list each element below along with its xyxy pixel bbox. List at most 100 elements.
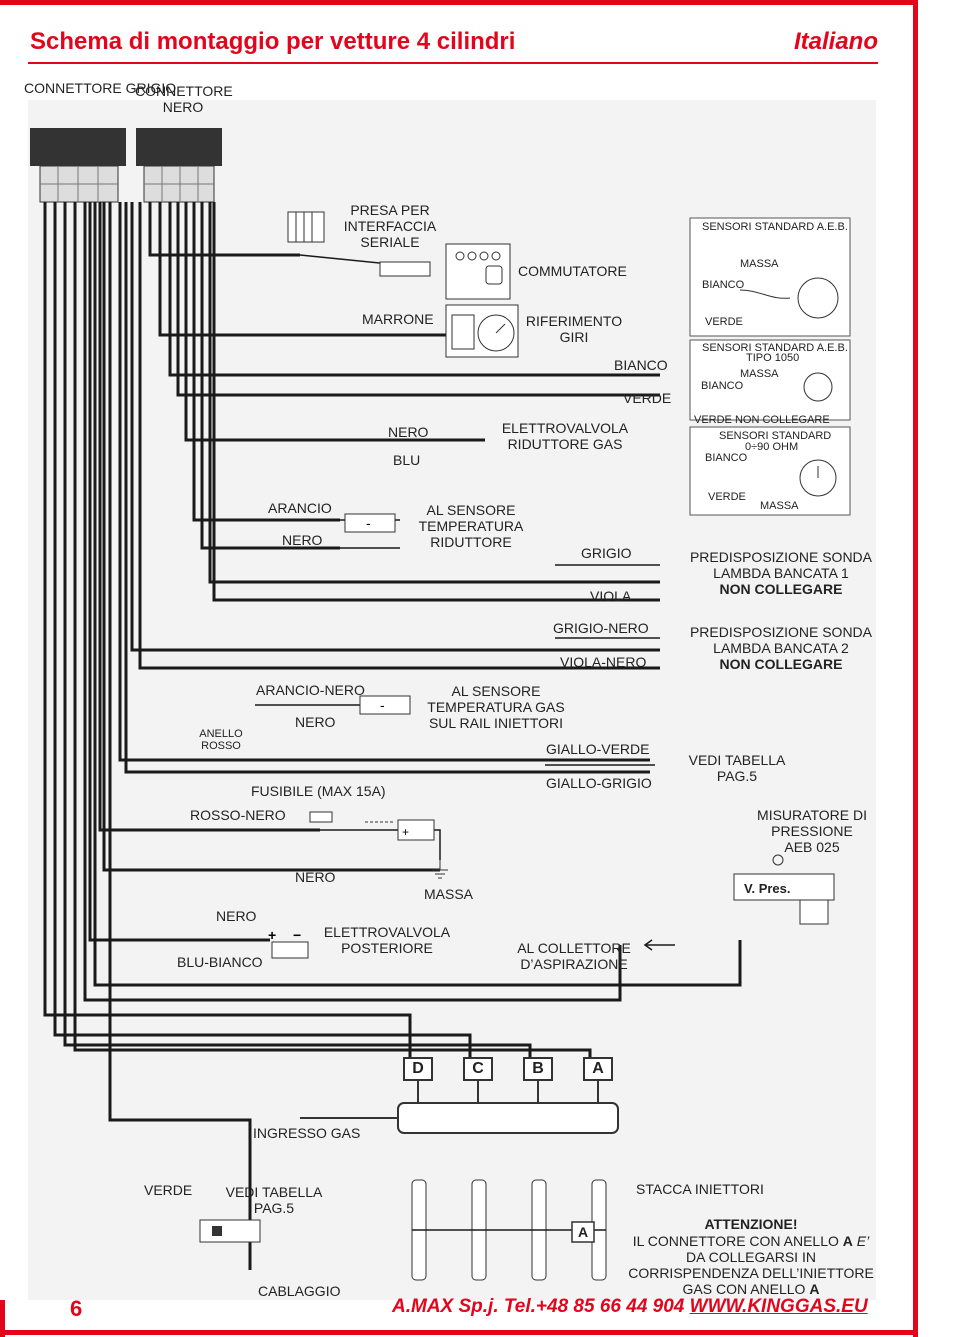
- rosso-nero-label: ROSSO-NERO: [190, 807, 286, 823]
- temp-arancio-label: ARANCIO: [268, 500, 332, 516]
- lambda2-grigio-nero: GRIGIO-NERO: [553, 620, 649, 636]
- ohm-title: SENSORI STANDARD: [719, 430, 832, 442]
- injector-ring-a-label: A: [577, 1224, 589, 1240]
- valve-blu-label: BLU: [393, 452, 421, 468]
- lambda1-label: PREDISPOSIZIONE SONDA LAMBDA BANCATA 1: [689, 549, 873, 581]
- sensor-gauges: [739, 277, 839, 497]
- warning-line-3: CORRISPENDENZA DELL’INIETTORE: [628, 1265, 874, 1281]
- ohm-subtitle: 0÷90 OHM: [745, 441, 799, 453]
- aeb-title: SENSORI STANDARD A.E.B.: [702, 221, 848, 233]
- aeb1050-subtitle: TIPO 1050: [746, 352, 800, 364]
- ohm-massa: MASSA: [760, 500, 799, 512]
- svg-text:-: -: [380, 697, 385, 713]
- ohm-verde: VERDE: [708, 491, 746, 503]
- bottom-verde-label: VERDE: [144, 1182, 193, 1198]
- warning-title: ATTENZIONE!: [704, 1216, 798, 1232]
- page-border-top: [0, 0, 918, 5]
- level-verde-label: VERDE: [623, 390, 672, 406]
- valve-nero-label: NERO: [388, 424, 429, 440]
- cablaggio-label: CABLAGGIO: [258, 1283, 341, 1299]
- website-link[interactable]: WWW.KINGGAS.EU: [689, 1296, 868, 1317]
- rail-port-c: C: [472, 1060, 484, 1077]
- rear-valve-nero: NERO: [216, 908, 257, 924]
- rail-port-d: D: [412, 1060, 424, 1077]
- serial-plug-icon: [287, 211, 431, 277]
- page-title: Schema di montaggio per vetture 4 cilind…: [30, 28, 516, 55]
- fuse-label: FUSIBILE (MAX 15A): [251, 783, 386, 799]
- aeb1050-title: SENSORI STANDARD A.E.B.: [702, 342, 848, 354]
- gas-rail-icon: [300, 1057, 619, 1134]
- gas-temp-nero: NERO: [295, 714, 336, 730]
- temp-sensor-gas-icon: -: [359, 695, 411, 715]
- lambda-lines: [545, 564, 660, 766]
- giallo-verde-label: GIALLO-VERDE: [546, 741, 650, 757]
- aeb-bianco: BIANCO: [702, 279, 745, 291]
- aeb1050-note: VERDE NON COLLEGARE: [694, 414, 830, 426]
- page-border-right: [913, 0, 918, 1337]
- rail-port-a: A: [592, 1060, 604, 1077]
- lambda1-note: NON COLLEGARE: [719, 581, 843, 597]
- giallo-grigio-label: GIALLO-GRIGIO: [546, 775, 652, 791]
- pressure-sensor-icon: [733, 854, 835, 925]
- svg-text:-: -: [366, 515, 371, 531]
- warning-line-4: GAS CON ANELLO A: [682, 1281, 820, 1297]
- injector-ring-a-icon: [571, 1221, 595, 1243]
- aeb1050-bianco: BIANCO: [701, 380, 744, 392]
- red-ring-label: ANELLO ROSSO: [199, 728, 243, 752]
- rear-valve-icon: + −: [268, 927, 309, 959]
- lambda1-grigio: GRIGIO: [581, 545, 632, 561]
- ohm-bianco: BIANCO: [705, 452, 748, 464]
- fuse-icon: [309, 811, 395, 823]
- language-label: Italiano: [793, 28, 878, 55]
- svg-text:−: −: [293, 927, 301, 943]
- page-border-left: [0, 1300, 5, 1337]
- bottom-vedi-tabella: VEDI TABELLA PAG.5: [225, 1184, 323, 1216]
- collector-label: AL COLLETTORE D’ASPIRAZIONE: [517, 940, 631, 972]
- gialli-vedi-tabella: VEDI TABELLA PAG.5: [688, 752, 786, 784]
- aeb1050-massa: MASSA: [740, 368, 779, 380]
- pressure-device-label: V. Pres.: [744, 881, 791, 896]
- rpm-gauge-icon: [445, 304, 519, 358]
- injector-icons: [411, 1179, 607, 1281]
- aeb-verde: VERDE: [705, 316, 743, 328]
- lambda2-viola-nero: VIOLA-NERO: [560, 654, 647, 670]
- gas-inlet-label: INGRESSO GAS: [253, 1125, 361, 1141]
- gas-temp-label: AL SENSORE TEMPERATURA GAS SUL RAIL INIE…: [427, 683, 565, 731]
- rear-valve-label: ELETTROVALVOLA POSTERIORE: [323, 924, 451, 956]
- rpm-wire-label: MARRONE: [362, 311, 434, 327]
- collector-arrow: [643, 939, 675, 951]
- lambda2-label: PREDISPOSIZIONE SONDA LAMBDA BANCATA 2: [689, 624, 873, 656]
- switch-label: COMMUTATORE: [518, 263, 627, 279]
- connector-black-icon: [136, 128, 222, 203]
- header-rule: [28, 62, 878, 64]
- company-footer: A.MAX Sp.j. Tel.+48 85 66 44 904 WWW.KIN…: [392, 1296, 868, 1317]
- svg-text:+: +: [402, 825, 409, 839]
- connector-grey-label: CONNETTORE GRIGIO: [24, 80, 177, 96]
- rpm-label: RIFERIMENTO GIRI: [525, 313, 623, 345]
- reducer-temp-label: AL SENSORE TEMPERATURA RIDUTTORE: [418, 502, 524, 550]
- harness-wires: [43, 202, 742, 1270]
- gas-temp-arancio-nero: ARANCIO-NERO: [256, 682, 365, 698]
- temp-nero-label: NERO: [282, 532, 323, 548]
- massa-label: MASSA: [424, 886, 474, 902]
- page-number: 6: [70, 1296, 83, 1321]
- ground-icon: [432, 860, 448, 879]
- temp-sensor-reducer-icon: -: [344, 513, 396, 533]
- aeb-massa: MASSA: [740, 258, 779, 270]
- serial-label: PRESA PER INTERFACCIA SERIALE: [343, 202, 437, 250]
- rail-port-b: B: [532, 1060, 544, 1077]
- stacca-iniettori-label: STACCA INIETTORI: [636, 1181, 764, 1197]
- reducer-valve-label: ELETTROVALVOLA RIDUTTORE GAS: [501, 420, 629, 452]
- sensor-panels: [689, 217, 851, 516]
- power-nero-label: NERO: [295, 869, 336, 885]
- warning-line-2: DA COLLEGARSI IN: [686, 1249, 816, 1265]
- connector-grey-icon: [30, 128, 126, 203]
- rear-valve-blu-bianco: BLU-BIANCO: [177, 954, 263, 970]
- switch-icon: [445, 243, 511, 300]
- connector-black-label: CONNETTORE NERO: [135, 83, 233, 115]
- level-bianco-label: BIANCO: [614, 357, 668, 373]
- warning-line-1: IL CONNETTORE CON ANELLO A E’: [632, 1233, 870, 1249]
- cable-plug-icon: [199, 1219, 261, 1243]
- svg-text:+: +: [268, 927, 276, 943]
